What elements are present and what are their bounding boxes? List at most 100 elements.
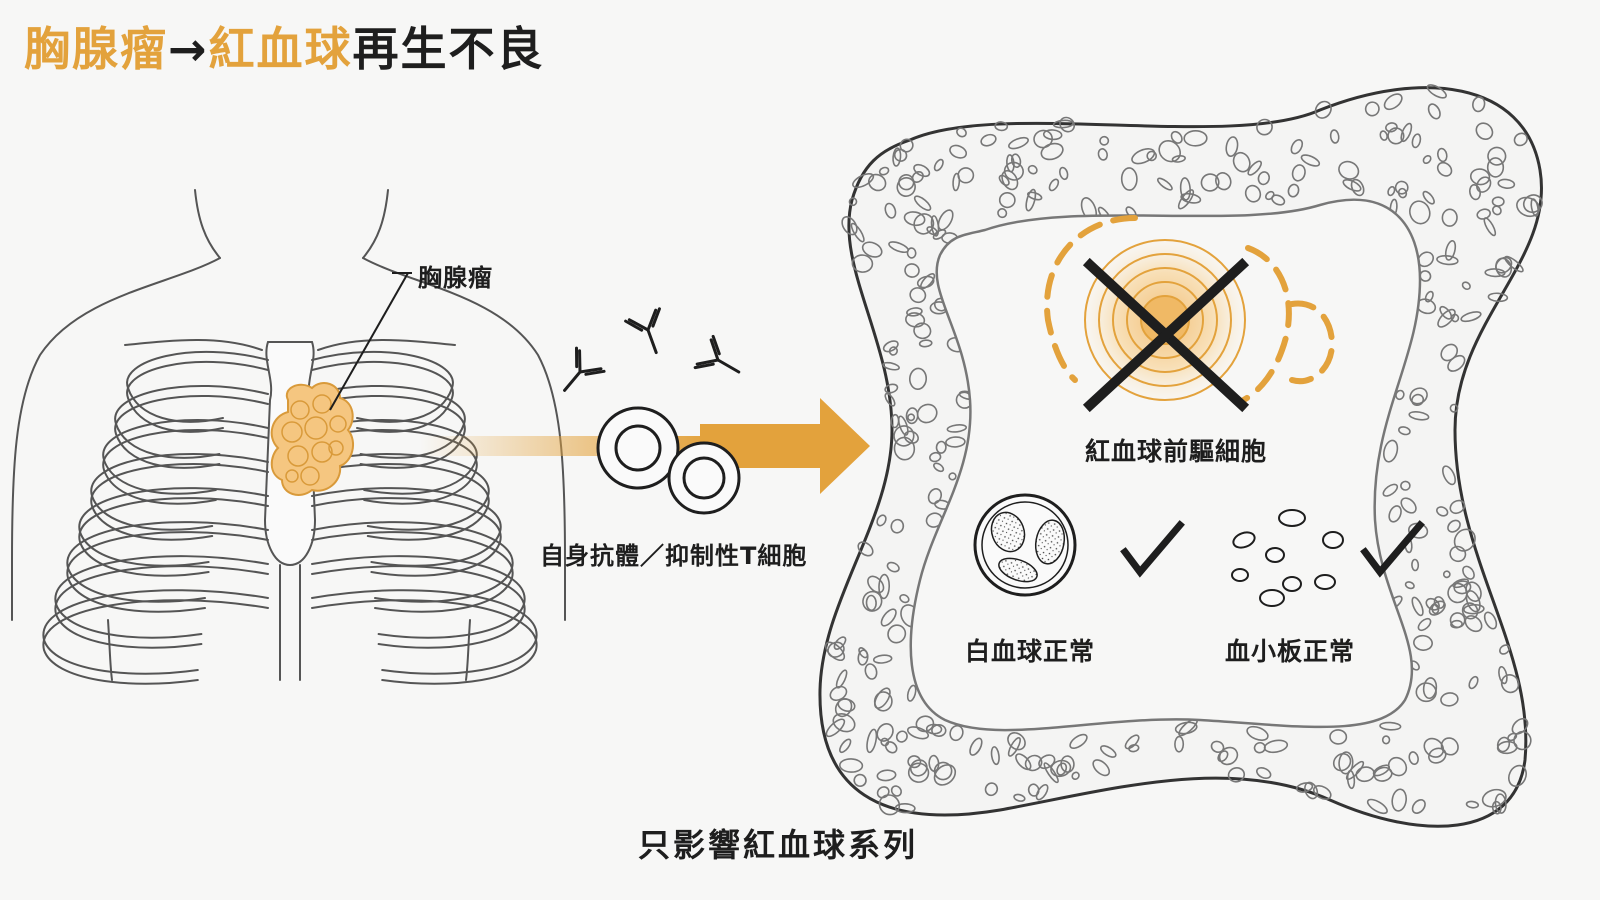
- marrow-trabecula: [1476, 176, 1492, 193]
- flow-arrow: [700, 398, 870, 494]
- marrow-trabecula: [1366, 798, 1388, 815]
- marrow-trabecula: [1394, 180, 1409, 195]
- marrow-trabecula: [1486, 157, 1505, 178]
- marrow-trabecula: [1411, 596, 1424, 617]
- marrow-trabecula: [1314, 100, 1332, 119]
- marrow-trabecula: [1329, 729, 1348, 745]
- marrow-trabecula: [1441, 208, 1458, 227]
- platelet-check-icon: [1360, 520, 1425, 578]
- rbc-precursor-cell: [1044, 215, 1336, 405]
- marrow-trabecula: [1256, 767, 1272, 779]
- marrow-trabecula: [1071, 771, 1080, 781]
- rib-left: [42, 599, 269, 685]
- rib-right: [311, 384, 466, 459]
- marrow-trabecula: [1428, 600, 1446, 616]
- marrow-trabecula: [1387, 756, 1408, 777]
- marrow-trabecula: [1508, 764, 1527, 787]
- neck-right: [362, 189, 389, 259]
- marrow-trabecula: [913, 195, 932, 211]
- marrow-trabecula: [1453, 528, 1476, 552]
- marrow-trabecula: [957, 167, 975, 184]
- marrow-trabecula: [1404, 581, 1415, 590]
- marrow-trabecula: [1024, 754, 1043, 772]
- marrow-trabecula: [1146, 150, 1157, 162]
- marrow-trabecula: [1444, 240, 1457, 261]
- marrow-trabecula: [1170, 130, 1183, 144]
- marrow-trabecula: [1452, 578, 1470, 589]
- marrow-trabecula: [1409, 200, 1431, 225]
- marrow-trabecula: [904, 263, 920, 278]
- marrow-trabecula: [916, 275, 935, 289]
- bone-inner-cavity: [909, 198, 1422, 732]
- marrow-trabecula: [1461, 281, 1471, 291]
- marrow-trabecula: [1499, 644, 1511, 655]
- t-cell-icons: [596, 406, 741, 515]
- marrow-trabecula: [1385, 122, 1398, 133]
- marrow-trabecula: [1329, 129, 1340, 144]
- marrow-trabecula: [1379, 721, 1402, 731]
- marrow-trabecula: [857, 541, 874, 557]
- marrow-trabecula: [1179, 177, 1191, 201]
- marrow-trabecula: [861, 241, 883, 258]
- marrow-trabecula: [1200, 173, 1220, 192]
- marrow-trabecula: [1496, 736, 1511, 753]
- marrow-trabecula: [1253, 741, 1266, 754]
- marrow-trabecula: [1003, 161, 1024, 181]
- marrow-trabecula: [1382, 483, 1399, 497]
- thymoma-leader-line: [329, 272, 409, 411]
- rib-right: [311, 487, 502, 567]
- marrow-trabecula: [1511, 717, 1529, 735]
- marrow-trabecula: [1256, 118, 1273, 136]
- platelet-cells: [1231, 509, 1344, 607]
- marrow-trabecula: [896, 177, 916, 197]
- marrow-trabecula: [893, 436, 916, 461]
- marrow-trabecula: [1483, 611, 1498, 630]
- marrow-trabecula: [1500, 674, 1520, 694]
- marrow-trabecula: [1449, 545, 1467, 563]
- marrow-trabecula: [933, 158, 944, 172]
- marrow-trabecula: [1010, 153, 1022, 169]
- marrow-trabecula: [906, 726, 930, 740]
- marrow-trabecula: [1436, 254, 1459, 266]
- thymoma-label: 胸腺瘤: [418, 264, 493, 292]
- marrow-trabecula: [1487, 292, 1509, 303]
- marrow-trabecula: [1225, 136, 1239, 158]
- marrow-trabecula: [1092, 759, 1111, 777]
- marrow-trabecula: [1246, 725, 1269, 741]
- marrow-trabecula: [1491, 205, 1502, 216]
- marrow-trabecula: [858, 647, 869, 659]
- marrow-trabecula: [1174, 735, 1185, 753]
- marrow-trabecula: [969, 737, 983, 756]
- rib-right: [311, 531, 514, 613]
- marrow-trabecula: [839, 758, 864, 773]
- rib-left: [54, 565, 269, 649]
- marrow-trabecula: [1247, 160, 1262, 176]
- marrow-trabecula: [946, 424, 968, 433]
- marrow-trabecula: [1391, 788, 1407, 812]
- title-thymoma: 胸腺瘤: [24, 22, 168, 76]
- marrow-trabecula: [918, 339, 933, 348]
- marrow-trabecula: [1158, 140, 1182, 163]
- marrow-trabecula: [930, 215, 940, 237]
- marrow-trabecula: [1400, 497, 1417, 514]
- marrow-trabecula: [884, 383, 899, 394]
- platelet-normal-label: 血小板正常: [1225, 637, 1356, 666]
- ribs: [42, 350, 538, 685]
- marrow-trabecula: [913, 163, 931, 178]
- marrow-trabecula: [825, 718, 846, 738]
- marrow-trabecula: [876, 769, 897, 782]
- marrow-trabecula: [1465, 800, 1480, 809]
- marrow-trabecula: [927, 488, 943, 505]
- rib-left: [78, 497, 269, 577]
- marrow-trabecula: [1398, 426, 1411, 436]
- marrow-trabecula: [1460, 311, 1482, 323]
- title-rbc: 紅血球: [208, 22, 353, 76]
- marrow-trabecula: [1427, 103, 1441, 120]
- marrow-trabecula: [1497, 178, 1516, 189]
- marrow-trabecula: [880, 608, 897, 627]
- marrow-trabecula: [998, 191, 1016, 209]
- marrow-trabecula: [851, 254, 874, 273]
- caption: 只影響紅血球系列: [638, 826, 919, 864]
- marrow-trabecula: [908, 367, 928, 390]
- marrow-trabecula: [1218, 746, 1239, 766]
